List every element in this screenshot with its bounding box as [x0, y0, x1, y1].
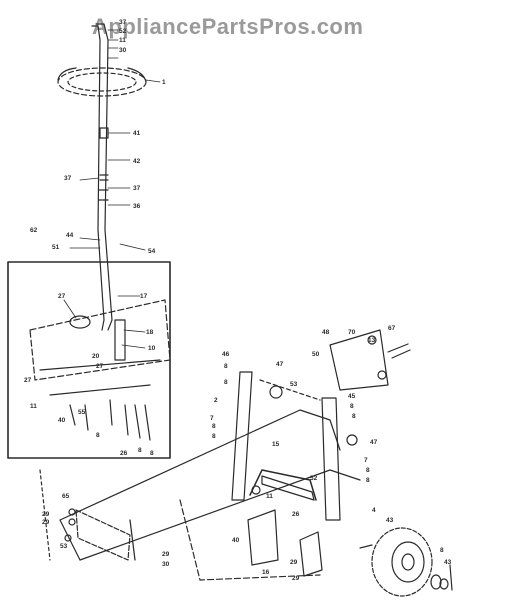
callout-29: 29 [162, 551, 170, 558]
callout-27: 27 [96, 363, 104, 370]
callout-4: 4 [372, 507, 376, 514]
callout-65: 65 [62, 493, 70, 500]
callout-30: 30 [119, 47, 127, 54]
watermark: AppliancePartsPros.com [92, 14, 364, 39]
callout-16: 16 [262, 569, 270, 576]
callout-53: 53 [60, 543, 68, 550]
callout-8: 8 [366, 467, 370, 474]
callout-11: 11 [119, 37, 126, 44]
right-bracket [329, 329, 411, 391]
callout-37: 37 [64, 175, 72, 182]
steering-levers [231, 371, 358, 521]
callout-10: 10 [148, 345, 156, 352]
callout-54: 54 [148, 248, 156, 255]
callout-42: 42 [133, 158, 141, 165]
callout-20: 20 [92, 353, 100, 360]
callout-62: 62 [30, 227, 38, 234]
callout-8: 8 [224, 379, 228, 386]
callout-70: 70 [348, 329, 356, 336]
callout-41: 41 [133, 130, 141, 137]
callout-43: 43 [386, 517, 394, 524]
callout-29: 29 [42, 511, 50, 518]
callout-37: 37 [133, 185, 141, 192]
callout-2: 2 [214, 397, 218, 404]
steering-wheel [57, 67, 147, 97]
callout-36: 36 [133, 203, 141, 210]
steering-shaft [91, 23, 113, 331]
callout-29: 29 [42, 519, 50, 526]
callout-18: 18 [146, 329, 154, 336]
callout-51: 51 [52, 244, 60, 251]
front-bracket [64, 508, 131, 561]
callout-37: 37 [119, 19, 127, 26]
callout-55: 55 [78, 409, 86, 416]
callout-8: 8 [352, 413, 356, 420]
callout-8: 8 [150, 450, 154, 457]
callout-8: 8 [138, 447, 142, 454]
callout-43: 43 [444, 559, 452, 566]
callout-40: 40 [232, 537, 240, 544]
callout-52: 52 [119, 28, 127, 35]
front-tire [359, 527, 453, 597]
callout-26: 26 [292, 511, 300, 518]
callout-29: 29 [290, 559, 298, 566]
callout-17: 17 [140, 293, 148, 300]
callout-29: 29 [292, 575, 300, 582]
callout-15: 15 [272, 441, 280, 448]
callout-11: 11 [266, 493, 273, 500]
callout-46: 46 [222, 351, 230, 358]
drag-link [249, 469, 317, 501]
callout-47: 47 [370, 439, 378, 446]
callout-8: 8 [212, 423, 216, 430]
spindle [247, 509, 323, 577]
callout-27: 27 [24, 377, 32, 384]
callout-8: 8 [224, 363, 228, 370]
callout-48: 48 [322, 329, 330, 336]
callout-1: 1 [162, 79, 166, 86]
callout-11: 11 [30, 403, 37, 410]
callout-44: 44 [66, 232, 74, 239]
chassis-frame [39, 409, 361, 581]
callout-8: 8 [440, 547, 444, 554]
leader-lines [63, 29, 161, 349]
callout-27: 27 [58, 293, 66, 300]
callout-13: 13 [368, 337, 376, 344]
callout-8: 8 [350, 403, 354, 410]
callout-52: 52 [310, 475, 318, 482]
callout-50: 50 [312, 351, 320, 358]
callout-26: 26 [120, 450, 128, 457]
callout-8: 8 [212, 433, 216, 440]
callout-40: 40 [58, 417, 66, 424]
subassembly-box [7, 261, 171, 459]
callout-8: 8 [366, 477, 370, 484]
callout-7: 7 [364, 457, 368, 464]
callout-labels: 3752113014142373736624451541727181020272… [24, 19, 452, 582]
callout-45: 45 [348, 393, 356, 400]
callout-30: 30 [162, 561, 170, 568]
callout-47: 47 [276, 361, 284, 368]
callout-8: 8 [96, 432, 100, 439]
callout-67: 67 [388, 325, 396, 332]
callout-53: 53 [290, 381, 298, 388]
callout-7: 7 [210, 415, 214, 422]
